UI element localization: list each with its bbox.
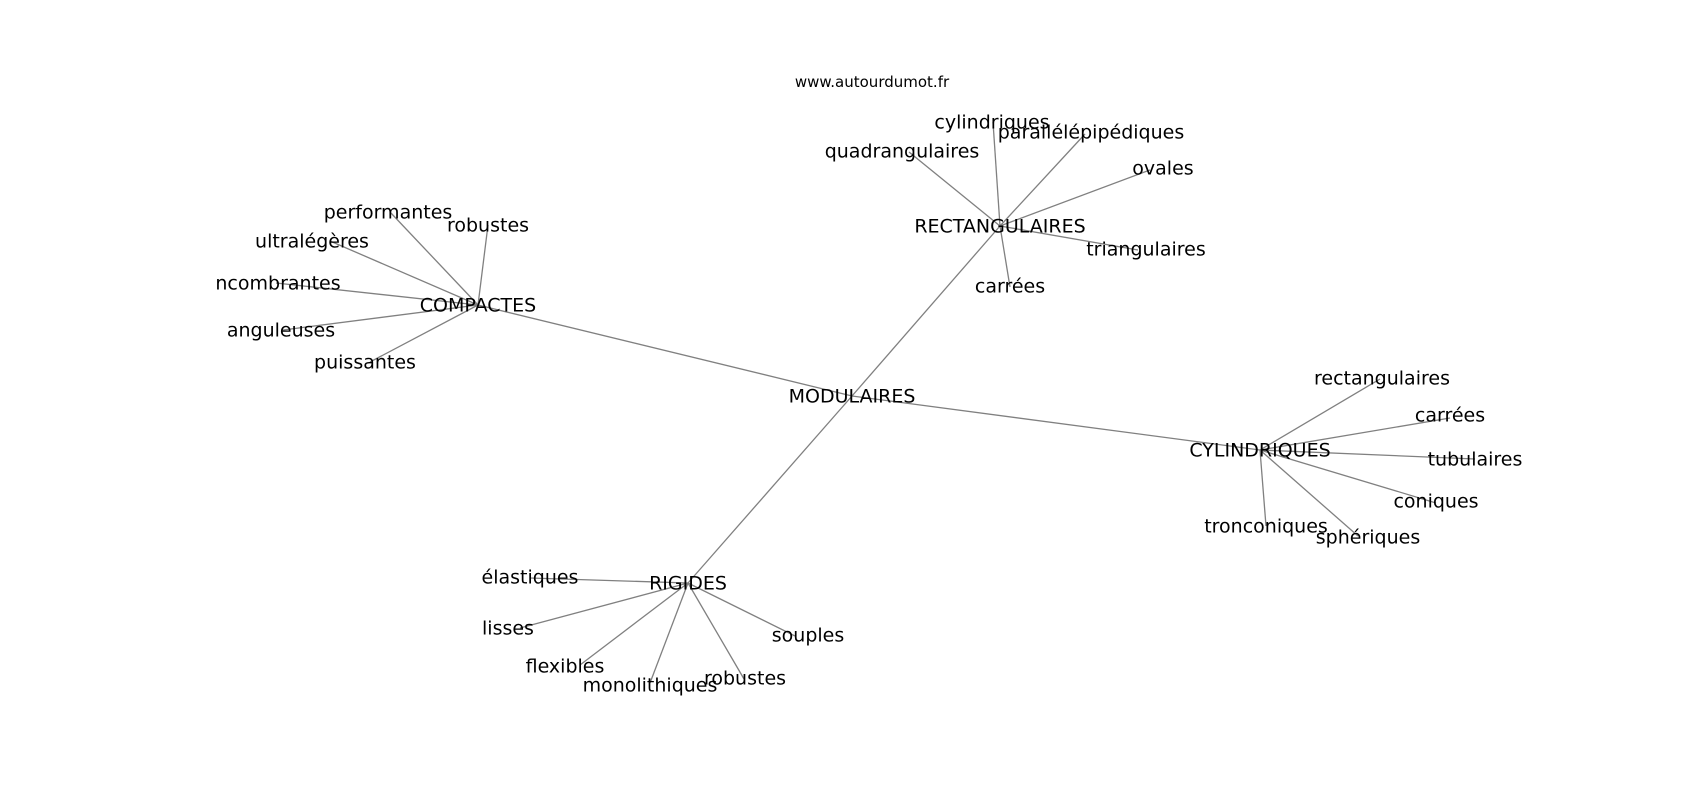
node-label-anguleuses: anguleuses — [227, 320, 335, 342]
edge-rigides-elastiques — [529, 577, 689, 584]
edge-cylindriques-group-rectangulaires-leaf — [1259, 378, 1381, 451]
node-label-rigides: RIGIDES — [649, 573, 727, 595]
edge-compactes-ultralegeres — [329, 240, 479, 306]
node-label-carrees-1: carrées — [975, 276, 1045, 298]
edge-cylindriques-group-coniques — [1259, 449, 1437, 504]
node-label-tronconiques: tronconiques — [1204, 516, 1328, 538]
edge-cylindriques-group-carrees-2 — [1259, 417, 1451, 451]
node-label-rectangulaires: RECTANGULAIRES — [914, 216, 1085, 238]
node-label-flexibles: flexibles — [526, 656, 605, 678]
node-label-robustes-1: robustes — [447, 215, 529, 237]
edge-compactes-robustes-1 — [477, 224, 489, 306]
edge-rectangulaires-quadrangulaires — [908, 151, 1001, 227]
node-label-monolithiques: monolithiques — [583, 675, 718, 697]
edge-modulaires-compactes — [477, 304, 853, 397]
node-label-tubulaires: tubulaires — [1428, 449, 1523, 471]
edge-rectangulaires-ovales — [999, 169, 1151, 227]
edge-modulaires-cylindriques-group — [851, 395, 1261, 451]
node-label-coniques: coniques — [1393, 491, 1478, 513]
edge-rectangulaires-cylindriques — [992, 121, 1001, 227]
node-label-puissantes: puissantes — [314, 352, 416, 374]
edge-compactes-performantes — [389, 211, 479, 306]
node-label-ovales: ovales — [1132, 158, 1193, 180]
node-label-spheriques: sphériques — [1316, 527, 1420, 549]
edge-cylindriques-group-spheriques — [1259, 449, 1359, 537]
source-watermark: www.autourdumot.fr — [795, 73, 950, 91]
edge-modulaires-rigides — [687, 395, 853, 584]
edge-rigides-monolithiques — [649, 582, 689, 684]
edge-cylindriques-group-tronconiques — [1259, 449, 1267, 527]
node-label-elastiques: élastiques — [482, 567, 579, 589]
edge-rigides-lisses — [519, 582, 689, 629]
edge-rectangulaires-carrees-1 — [999, 225, 1011, 288]
edge-rigides-souples — [687, 582, 796, 637]
node-label-parallelepipediques: parallélépipédiques — [998, 122, 1185, 144]
edge-compactes-ncombrantes — [275, 282, 479, 306]
node-label-robustes-2: robustes — [704, 668, 786, 690]
node-label-cylindriques: cylindriques — [934, 112, 1049, 134]
edges-layer — [275, 121, 1476, 684]
edge-compactes-anguleuses — [282, 304, 479, 331]
edge-modulaires-rectangulaires — [851, 225, 1001, 397]
node-label-souples: souples — [772, 625, 845, 647]
node-label-modulaires: MODULAIRES — [789, 386, 916, 408]
node-label-ncombrantes: ncombrantes — [215, 273, 340, 295]
edge-cylindriques-group-tubulaires — [1259, 449, 1476, 460]
labels-layer: MODULAIRESCOMPACTESperformantesrobustesu… — [215, 112, 1522, 697]
edge-rectangulaires-triangulaires — [999, 225, 1139, 251]
node-label-carrees-2: carrées — [1415, 405, 1485, 427]
node-label-triangulaires: triangulaires — [1086, 239, 1206, 261]
node-label-cylindriques-group: CYLINDRIQUES — [1189, 440, 1330, 462]
edge-rigides-flexibles — [579, 582, 689, 666]
node-label-compactes: COMPACTES — [420, 295, 536, 317]
node-label-rectangulaires-leaf: rectangulaires — [1314, 368, 1450, 390]
node-label-performantes: performantes — [324, 202, 453, 224]
node-label-lisses: lisses — [482, 618, 534, 640]
edge-compactes-puissantes — [369, 304, 479, 363]
node-label-quadrangulaires: quadrangulaires — [825, 141, 980, 163]
edge-rigides-robustes-2 — [687, 582, 745, 680]
edge-rectangulaires-parallelepipediques — [999, 133, 1086, 227]
node-label-ultralegeres: ultralégères — [255, 231, 369, 253]
